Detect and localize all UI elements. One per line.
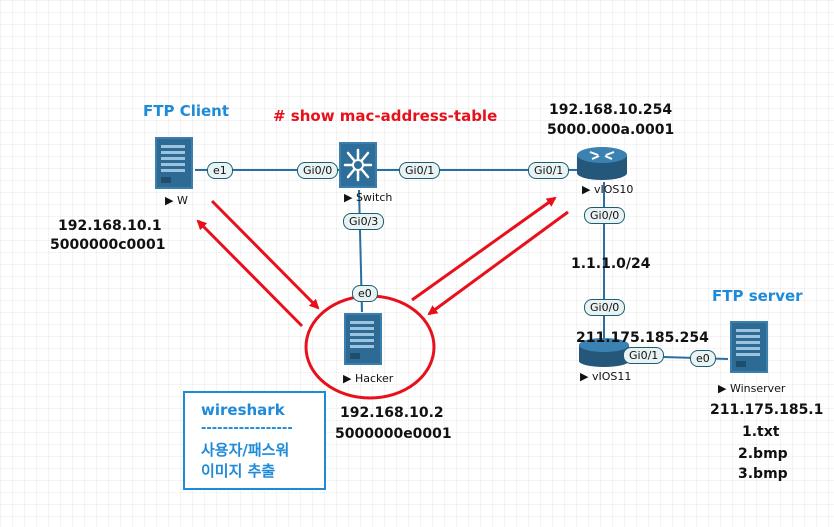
play-icon: ▶	[344, 191, 356, 204]
router-ip-label: 192.168.10.254	[549, 102, 673, 118]
hacker-node-name: Hacker	[354, 372, 394, 385]
server-icon	[344, 313, 382, 365]
iface-switch-gi03: Gi0/3	[343, 213, 385, 230]
play-icon: ▶	[343, 372, 355, 385]
ftp-client-title: FTP Client	[143, 102, 230, 120]
arrow-client-to-hacker	[210, 199, 320, 310]
play-icon: ▶	[718, 382, 730, 395]
iface-router2-gi01: Gi0/1	[623, 347, 665, 364]
iface-switch-gi00: Gi0/0	[297, 162, 339, 179]
router1-node[interactable]	[576, 145, 628, 181]
server-icon	[155, 137, 193, 189]
iface-hacker-e0: e0	[352, 285, 378, 302]
client-mac-label: 5000000c0001	[50, 237, 166, 253]
iface-router1-gi00: Gi0/0	[584, 207, 626, 224]
link-subnet-label: 1.1.1.0/24	[571, 256, 651, 272]
router1-node-name: vIOS10	[593, 183, 634, 196]
iface-switch-gi01: Gi0/1	[399, 162, 441, 179]
router-icon	[577, 147, 627, 180]
router2-node[interactable]	[578, 337, 630, 369]
router-mac-label: 5000.000a.0001	[547, 122, 675, 138]
switch-icon	[339, 142, 377, 188]
wireshark-line-images: 이미지 추출	[201, 462, 276, 480]
server-file-3: 3.bmp	[738, 466, 788, 482]
play-icon: ▶	[580, 370, 592, 383]
router1-node-label: ▶ vIOS10	[582, 184, 633, 195]
client-node-name: W	[176, 194, 188, 207]
server-file-2: 2.bmp	[738, 446, 788, 462]
server-icon	[730, 321, 768, 373]
client-node[interactable]	[155, 137, 193, 189]
play-icon: ▶	[582, 183, 594, 196]
iface-router2-gi00: Gi0/0	[584, 299, 626, 316]
router2-node-name: vIOS11	[591, 370, 632, 383]
wireshark-note-box: wireshark ----------------- 사용자/패스워 이미지 …	[183, 391, 326, 490]
server-node[interactable]	[730, 321, 768, 373]
hacker-node[interactable]	[344, 313, 382, 365]
client-node-label: ▶ W	[165, 195, 188, 206]
router-icon	[579, 338, 629, 367]
server-file-1: 1.txt	[742, 424, 780, 440]
server-node-name: Winserver	[729, 382, 786, 395]
iface-client-e1: e1	[207, 162, 233, 179]
client-ip-label: 192.168.10.1	[58, 218, 162, 234]
arrow-hacker-to-client	[196, 219, 304, 328]
switch-node[interactable]	[339, 142, 377, 188]
hacker-node-label: ▶ Hacker	[343, 373, 393, 384]
wireshark-divider: -----------------	[201, 421, 293, 436]
play-icon: ▶	[165, 194, 177, 207]
wireshark-title: wireshark	[201, 401, 285, 419]
hacker-mac-label: 5000000e0001	[335, 426, 452, 442]
arrow-router-to-hacker	[427, 210, 569, 316]
ftp-server-title: FTP server	[712, 287, 803, 305]
router2-ip-label: 211.175.185.254	[576, 330, 709, 346]
arrow-hacker-to-router	[411, 196, 557, 302]
wireshark-line-credentials: 사용자/패스워	[201, 441, 290, 459]
server-ip-label: 211.175.185.1	[710, 402, 824, 418]
switch-node-label: ▶ Switch	[344, 192, 392, 203]
iface-server-e0: e0	[690, 350, 716, 367]
router2-node-label: ▶ vIOS11	[580, 371, 631, 382]
iface-router1-gi01: Gi0/1	[528, 162, 570, 179]
switch-command-label: # show mac-address-table	[273, 107, 498, 125]
switch-node-name: Switch	[355, 191, 393, 204]
hacker-ip-label: 192.168.10.2	[340, 405, 444, 421]
server-node-label: ▶ Winserver	[718, 383, 785, 394]
